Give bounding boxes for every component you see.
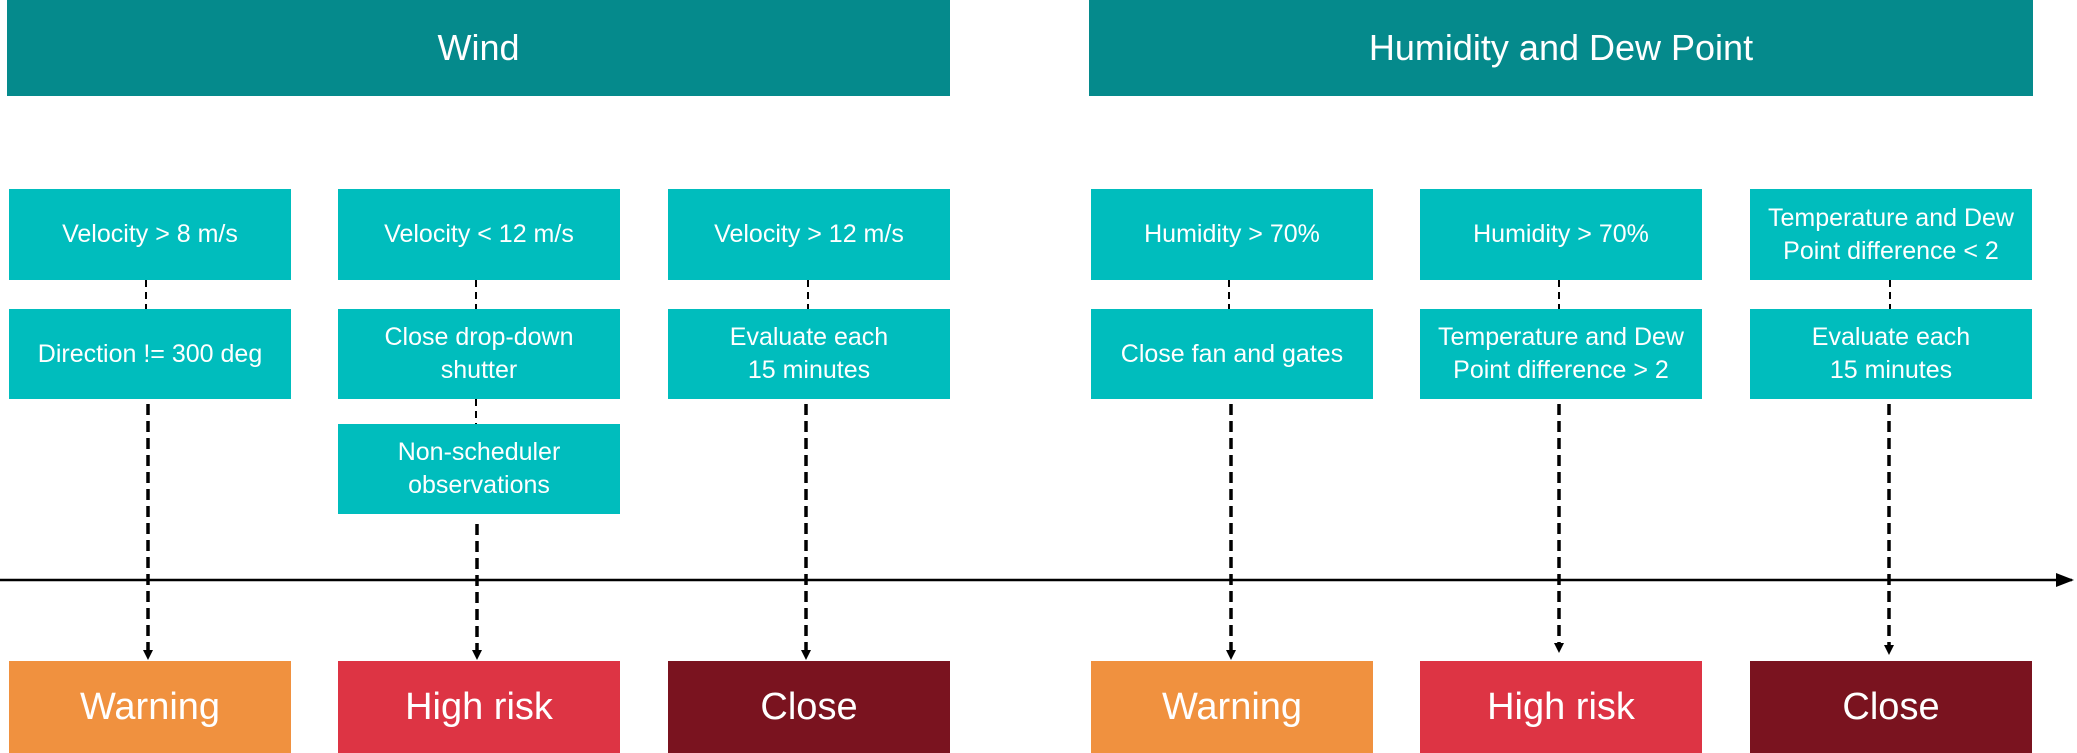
condition-box: Close drop-down shutter <box>338 309 620 399</box>
condition-box: Direction != 300 deg <box>9 309 291 399</box>
outcome-label: High risk <box>1487 685 1635 728</box>
outcome-high-risk: High risk <box>338 661 620 753</box>
condition-box: Temperature and Dew Point difference > 2 <box>1420 309 1702 399</box>
condition-box: Non-scheduler observations <box>338 424 620 514</box>
condition-text: Velocity < 12 m/s <box>384 220 574 248</box>
condition-box: Velocity > 8 m/s <box>9 189 291 280</box>
condition-text: Evaluate each 15 minutes <box>729 323 889 384</box>
condition-text: Humidity > 70% <box>1473 220 1649 248</box>
condition-box: Evaluate each 15 minutes <box>668 309 950 399</box>
condition-text: Close fan and gates <box>1120 339 1344 368</box>
condition-text: Temperature and Dew Point difference < 2 <box>1768 203 2014 265</box>
condition-box: Close fan and gates <box>1091 309 1373 399</box>
group-header-humidity: Humidity and Dew Point <box>1089 0 2033 96</box>
group-title: Wind <box>437 27 520 68</box>
condition-box: Velocity < 12 m/s <box>338 189 620 280</box>
outcome-label: Warning <box>1161 685 1303 728</box>
condition-text: Non-scheduler observations <box>397 438 561 499</box>
group-header-wind: Wind <box>7 0 950 96</box>
outcome-close: Close <box>1750 661 2032 753</box>
condition-text: Velocity > 12 m/s <box>714 220 904 248</box>
condition-box: Humidity > 70% <box>1091 189 1373 280</box>
outcome-warning: Warning <box>1091 661 1373 753</box>
condition-box: Humidity > 70% <box>1420 189 1702 280</box>
condition-text: Temperature and Dew Point difference > 2 <box>1438 323 1684 384</box>
condition-box: Velocity > 12 m/s <box>668 189 950 280</box>
condition-text: Velocity > 8 m/s <box>62 220 238 248</box>
outcome-label: Warning <box>79 685 221 728</box>
condition-box: Evaluate each 15 minutes <box>1750 309 2032 399</box>
condition-box: Temperature and Dew Point difference < 2 <box>1750 189 2032 280</box>
outcome-label: Close <box>760 685 858 728</box>
outcome-label: High risk <box>405 685 553 728</box>
condition-text: Direction != 300 deg <box>37 339 263 368</box>
condition-text: Close drop-down shutter <box>384 323 574 384</box>
outcome-close: Close <box>668 661 950 753</box>
outcome-warning: Warning <box>9 661 291 753</box>
outcome-high-risk: High risk <box>1420 661 1702 753</box>
condition-text: Humidity > 70% <box>1144 220 1320 248</box>
outcome-label: Close <box>1842 685 1940 728</box>
condition-text: Evaluate each 15 minutes <box>1811 323 1971 384</box>
group-title: Humidity and Dew Point <box>1368 27 1754 68</box>
